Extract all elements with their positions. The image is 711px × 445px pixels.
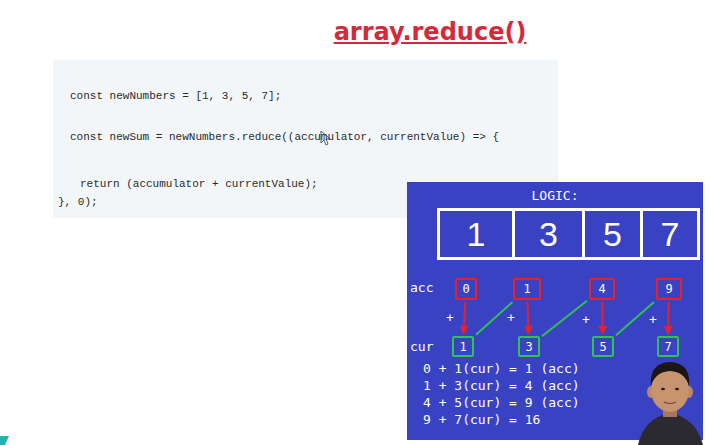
presenter-webcam bbox=[638, 362, 703, 445]
row-label: cur bbox=[410, 339, 433, 355]
current-value-box: 1 bbox=[452, 336, 474, 357]
carry-line bbox=[616, 302, 654, 335]
array-value: 5 bbox=[603, 215, 622, 253]
plus-sign: + bbox=[446, 310, 454, 326]
code-line: const newSum = newNumbers.reduce((accumu… bbox=[70, 131, 499, 144]
array-cell: 5 bbox=[582, 208, 643, 260]
cur-value: 1 bbox=[459, 340, 466, 354]
equation-line: 0 + 1(cur) = 1 (acc) bbox=[423, 361, 580, 377]
array-cell: 7 bbox=[640, 208, 700, 260]
plus-sign: + bbox=[582, 312, 590, 328]
carry-line bbox=[542, 301, 587, 336]
code-line: return (accumulator + currentValue); bbox=[80, 178, 318, 191]
cur-value: 5 bbox=[599, 340, 606, 354]
acc-value: 4 bbox=[598, 282, 605, 296]
add-arrow bbox=[464, 302, 466, 334]
accumulator-box: 1 bbox=[513, 278, 541, 300]
acc-value: 9 bbox=[665, 282, 672, 296]
corner-mark bbox=[0, 436, 9, 445]
equation-line: 9 + 7(cur) = 16 bbox=[423, 412, 540, 428]
row-label: acc bbox=[410, 280, 433, 296]
code-line: const newNumbers = [1, 3, 5, 7]; bbox=[70, 90, 281, 103]
current-value-box: 3 bbox=[518, 336, 540, 357]
accumulator-box: 0 bbox=[455, 278, 477, 300]
add-arrow bbox=[527, 302, 528, 334]
cur-value: 7 bbox=[664, 340, 671, 354]
plus-sign: + bbox=[649, 312, 657, 328]
code-line: }, 0); bbox=[58, 196, 98, 209]
current-value-box: 7 bbox=[657, 336, 679, 357]
acc-value: 0 bbox=[462, 282, 469, 296]
acc-value: 1 bbox=[523, 282, 530, 296]
current-value-box: 5 bbox=[592, 336, 614, 357]
add-arrow bbox=[601, 302, 604, 334]
array-cell: 3 bbox=[512, 208, 585, 260]
array-value: 7 bbox=[661, 215, 680, 253]
panel-heading: LOGIC: bbox=[407, 188, 703, 204]
equation-line: 1 + 3(cur) = 4 (acc) bbox=[423, 378, 580, 394]
array-value: 1 bbox=[467, 215, 486, 253]
array-value: 3 bbox=[539, 215, 558, 253]
carry-line bbox=[476, 302, 513, 335]
equation-line: 4 + 5(cur) = 9 (acc) bbox=[423, 395, 580, 411]
slide-title: array.reduce() bbox=[230, 18, 630, 46]
array-cell: 1 bbox=[437, 208, 515, 260]
plus-sign: + bbox=[507, 310, 515, 326]
mouse-cursor bbox=[321, 131, 330, 145]
add-arrow bbox=[667, 302, 670, 334]
accumulator-box: 9 bbox=[656, 278, 682, 300]
cur-value: 3 bbox=[525, 340, 532, 354]
accumulator-box: 4 bbox=[589, 278, 615, 300]
